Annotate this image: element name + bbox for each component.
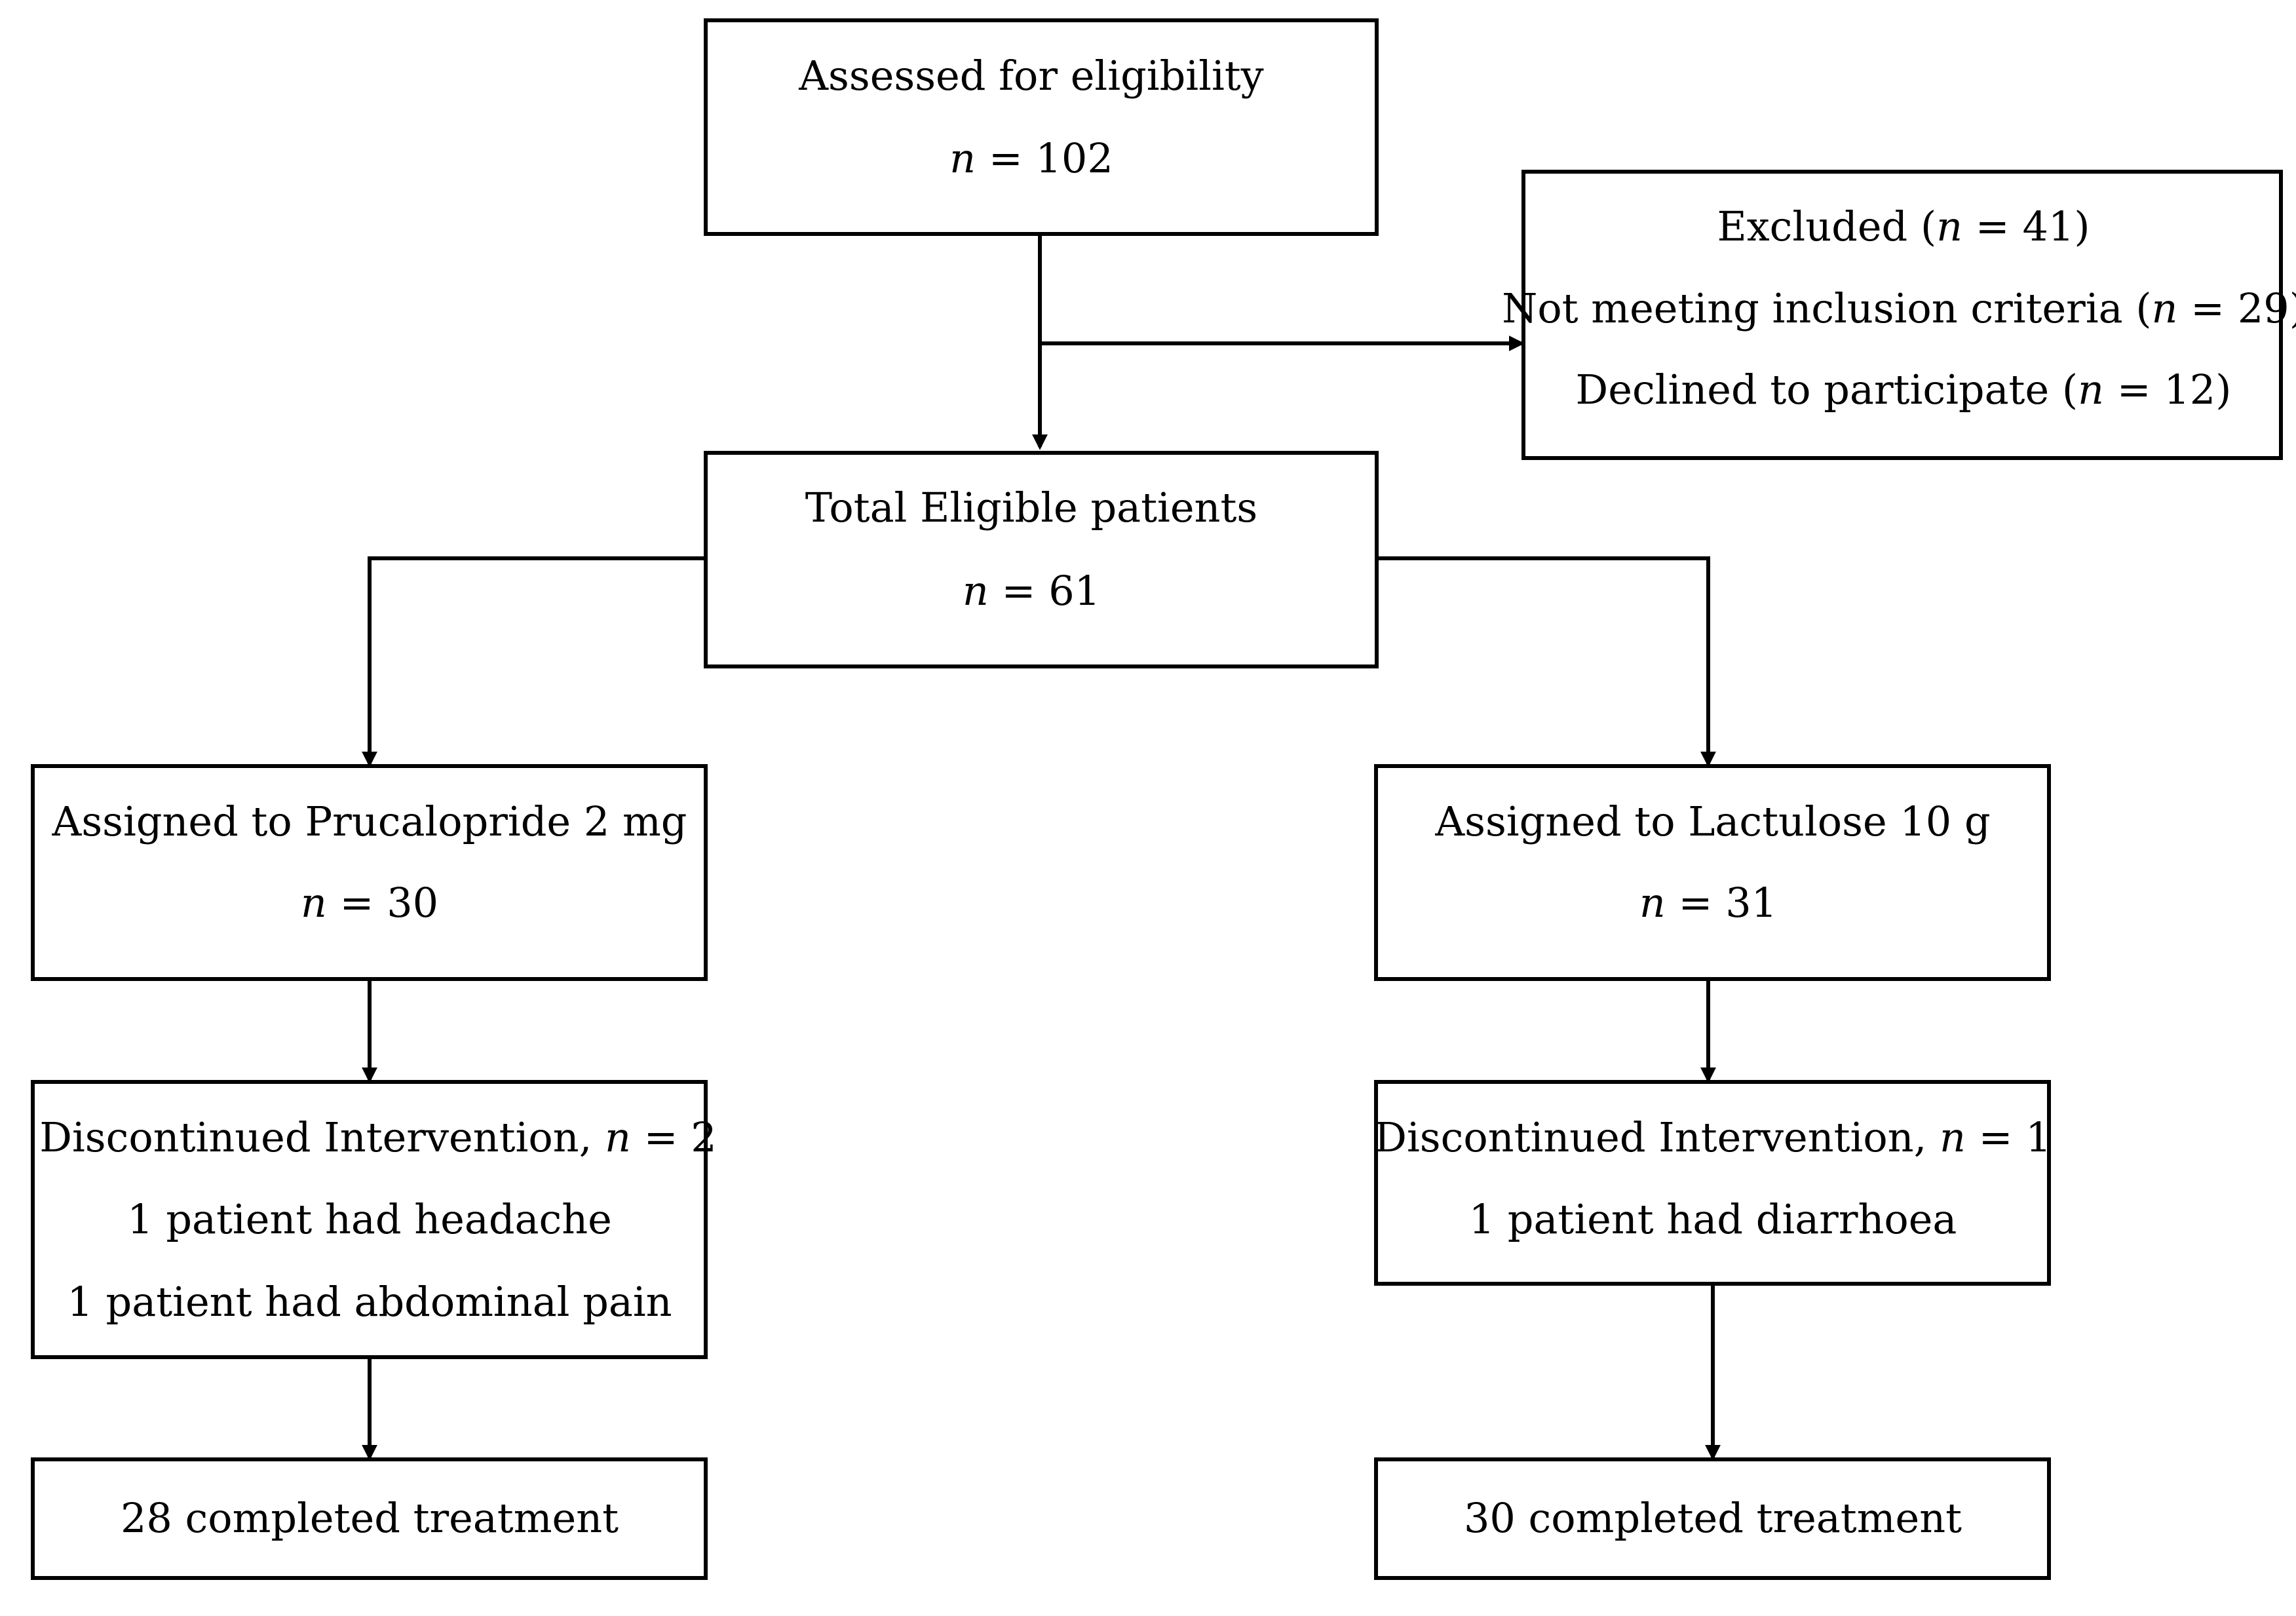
n-symbol: n bbox=[605, 1113, 631, 1161]
prucalopride-discontinued-title: Discontinued Intervention, n = 2 bbox=[39, 1113, 717, 1163]
reason-label: Not meeting inclusion criteria ( bbox=[1502, 284, 2152, 332]
n-symbol: n bbox=[949, 134, 976, 182]
discontinued-label: Discontinued Intervention, bbox=[1374, 1113, 1940, 1161]
count-value: = 30 bbox=[326, 879, 439, 927]
lactulose-assigned-box bbox=[1374, 764, 2051, 981]
discontinued-label: Discontinued Intervention, bbox=[39, 1113, 605, 1161]
arrow-eligible-to-prucalopride bbox=[362, 556, 704, 767]
n-symbol: n bbox=[962, 567, 989, 615]
eligible-title: Total Eligible patients bbox=[805, 484, 1258, 531]
assessed-count: n = 102 bbox=[949, 134, 1113, 183]
n-symbol: n bbox=[1936, 202, 1963, 250]
excluded-reason-declined: Declined to participate (n = 12) bbox=[1576, 365, 2232, 415]
count-value: = 102 bbox=[976, 134, 1113, 182]
lactulose-completed-text: 30 completed treatment bbox=[1463, 1494, 1962, 1542]
count-value: = 1 bbox=[1965, 1113, 2052, 1161]
reason-label: Declined to participate ( bbox=[1575, 366, 2078, 414]
count-value: = 12) bbox=[2103, 366, 2232, 414]
lactulose-assigned-count: n = 31 bbox=[1639, 878, 1777, 928]
lactulose-completed-box bbox=[1374, 1457, 2051, 1580]
lactulose-discontinued-box bbox=[1374, 1080, 2051, 1286]
prucalopride-assigned-title: Assigned to Prucalopride 2 mg bbox=[52, 798, 687, 845]
assessed-title: Assessed for eligibility bbox=[799, 52, 1264, 100]
count-value: = 31 bbox=[1665, 879, 1778, 927]
count-value: = 41) bbox=[1962, 202, 2090, 250]
count-value: = 29) bbox=[2177, 284, 2296, 332]
prucalopride-reason-abdominal-pain: 1 patient had abdominal pain bbox=[67, 1278, 672, 1326]
prucalopride-completed-text: 28 completed treatment bbox=[120, 1494, 619, 1542]
lactulose-reason-diarrhoea: 1 patient had diarrhoea bbox=[1468, 1195, 1957, 1243]
count-value: = 2 bbox=[630, 1113, 717, 1161]
eligible-count: n = 61 bbox=[963, 566, 1100, 616]
n-symbol: n bbox=[2078, 366, 2104, 414]
prucalopride-discontinued-box bbox=[31, 1080, 708, 1359]
lactulose-assigned-title: Assigned to Lactulose 10 g bbox=[1435, 798, 1991, 845]
lactulose-discontinued-title: Discontinued Intervention, n = 1 bbox=[1374, 1113, 2052, 1163]
n-symbol: n bbox=[300, 879, 327, 927]
excluded-label: Excluded ( bbox=[1717, 202, 1937, 250]
eligible-box bbox=[704, 451, 1379, 668]
assessed-box bbox=[704, 18, 1379, 236]
n-symbol: n bbox=[1940, 1113, 1966, 1161]
n-symbol: n bbox=[2151, 284, 2178, 332]
prucalopride-completed-box bbox=[31, 1457, 708, 1580]
prucalopride-assigned-count: n = 30 bbox=[301, 878, 438, 928]
excluded-reason-inclusion: Not meeting inclusion criteria (n = 29) bbox=[1502, 284, 2296, 334]
prucalopride-reason-headache: 1 patient had headache bbox=[127, 1195, 612, 1243]
prucalopride-assigned-box bbox=[31, 764, 708, 981]
excluded-box bbox=[1521, 170, 2283, 460]
arrow-eligible-to-lactulose bbox=[1379, 556, 1716, 767]
count-value: = 61 bbox=[988, 567, 1101, 615]
excluded-title: Excluded (n = 41) bbox=[1717, 202, 2090, 252]
n-symbol: n bbox=[1639, 879, 1666, 927]
